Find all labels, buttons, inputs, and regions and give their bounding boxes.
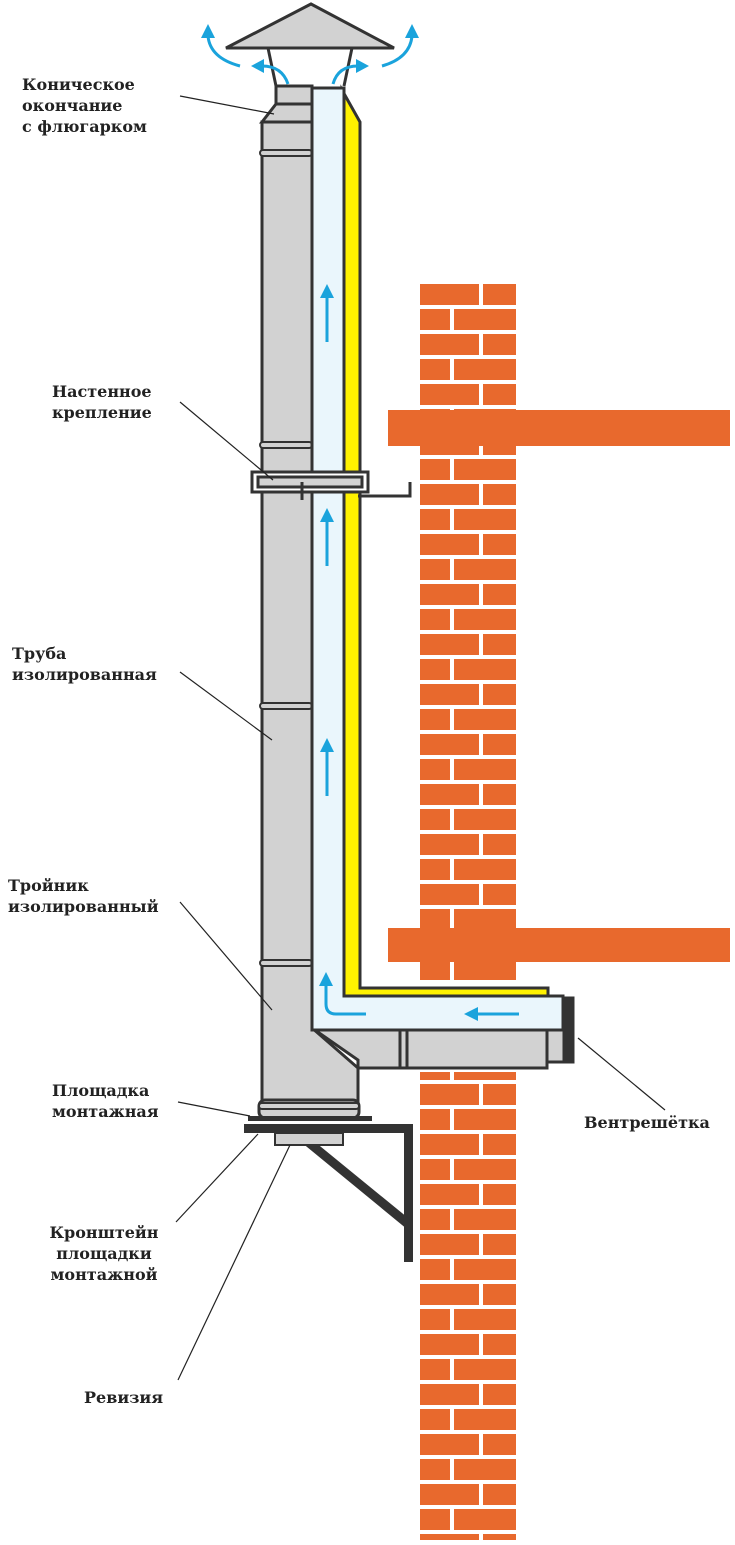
label-mounting-platform: Площадка монтажная: [52, 1081, 159, 1121]
brick-wall-upper: [420, 284, 516, 984]
leader-lines: [175, 95, 666, 1381]
flow-arrow-icon: [356, 59, 369, 73]
leader-wall-mount: [179, 401, 274, 481]
flow-arrow-icon: [320, 738, 334, 796]
bracket-top-beam: [244, 1124, 412, 1133]
flow-arrow-icon: [464, 1007, 519, 1021]
leader-tee: [179, 901, 273, 1011]
cone-cap-hat: [225, 2, 395, 50]
cone-cap: [225, 2, 395, 87]
flow-arrow-icon: [320, 508, 334, 566]
mounting-platform: [244, 1116, 413, 1262]
flow-arrow-icon: [324, 984, 366, 1016]
flow-arrow-icon: [320, 284, 334, 342]
flow-arrow-icon: [405, 24, 419, 38]
bracket-diagonal-brace: [290, 1133, 413, 1234]
label-ventilation-grille: Вентрешётка: [584, 1113, 710, 1132]
leader-bracket: [175, 1133, 259, 1223]
flow-arrow-icon: [261, 64, 290, 85]
wall-floor-slab-lower: [388, 928, 730, 962]
flow-arrow-icon: [251, 59, 264, 73]
flow-arrow-icon: [331, 64, 359, 85]
wall-clamp-arm: [358, 482, 412, 498]
flow-arrows: [201, 24, 519, 1021]
leader-revision: [177, 1144, 291, 1381]
flow-arrow-icon: [206, 35, 241, 68]
flow-arrow-icon: [319, 972, 333, 986]
label-platform-bracket: Кронштейн площадки монтажной: [49, 1223, 159, 1284]
coupling-ring-horizontal: [398, 1026, 409, 1070]
leader-grille: [577, 1037, 666, 1111]
label-insulated-pipe: Труба изолированная: [12, 644, 157, 684]
label-revision: Ревизия: [84, 1388, 164, 1407]
label-wall-mount: Настенное крепление: [52, 382, 152, 422]
cap-collar: [274, 84, 314, 106]
flue-channel: [310, 86, 565, 1032]
brick-wall-lower: [420, 1072, 516, 1540]
label-insulated-tee: Тройник изолированный: [8, 876, 159, 916]
flow-arrow-icon: [201, 24, 215, 38]
brick-wall: [388, 284, 730, 1540]
leader-platform: [177, 1101, 251, 1117]
platform-plate: [248, 1116, 372, 1121]
wall-mount-clamp: [250, 470, 412, 500]
leader-pipe: [179, 671, 273, 741]
wall-floor-slab-upper: [388, 410, 730, 446]
flow-arrow-icon: [381, 35, 414, 68]
label-cone-cap: Коническое окончание с флюгарком: [22, 75, 147, 136]
revision-cap: [274, 1132, 344, 1146]
bracket-vertical-post: [404, 1124, 413, 1262]
ventilation-grille-plate: [562, 996, 575, 1064]
leader-cap: [179, 95, 275, 115]
